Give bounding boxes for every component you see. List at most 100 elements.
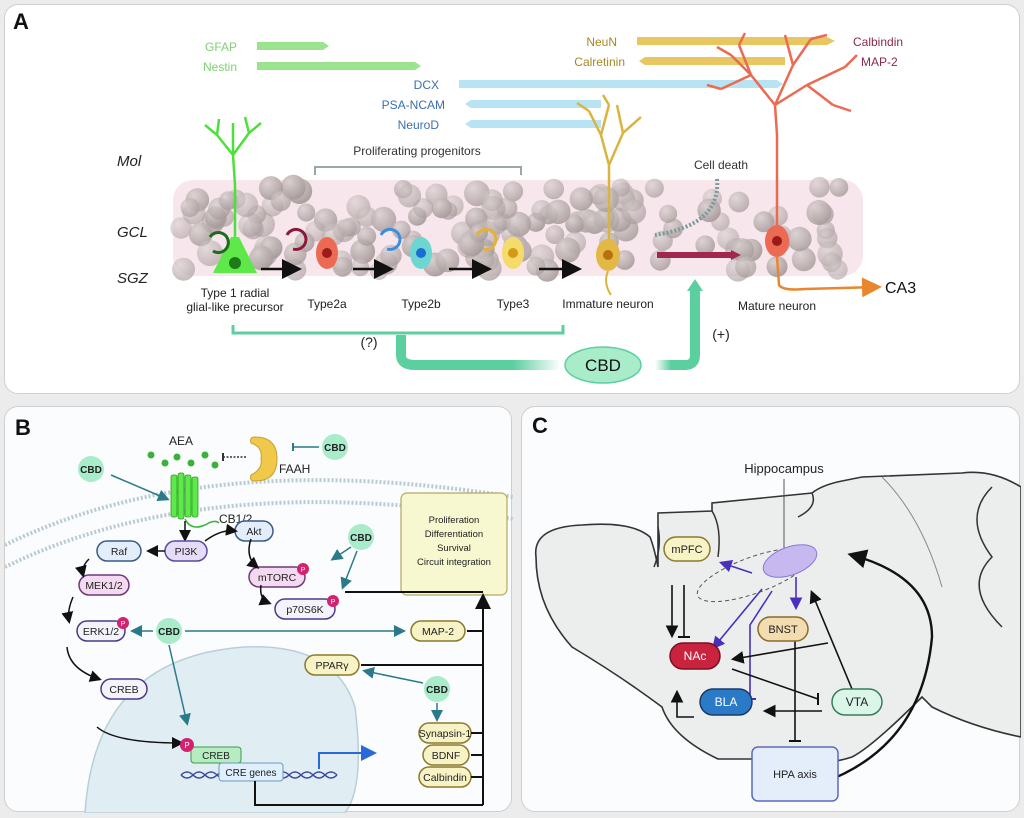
cbd-to-creb: [168, 644, 191, 726]
faah-label: FAAH: [279, 462, 310, 476]
marker-psa-ncam: PSA-NCAM: [382, 98, 445, 112]
granule-cell: [502, 181, 524, 202]
granule-cell: [659, 204, 678, 223]
panel-b-label: B: [15, 415, 31, 440]
granule-cell: [457, 233, 482, 258]
region-bnst: BNST: [757, 616, 809, 642]
granule-cell: [569, 187, 593, 211]
granule-cell: [543, 178, 564, 200]
node-calbindin: Calbindin: [418, 766, 472, 788]
type2b-cell: [379, 227, 432, 269]
cbd-to-ppar: [362, 666, 424, 684]
granule-cell: [695, 235, 715, 255]
marker-nestin: Nestin: [203, 60, 237, 74]
panel-c-circuits: C Hippocampus mPFC NAc: [521, 406, 1022, 812]
hippocampus-region: [762, 544, 818, 578]
panel-b-svg: B AEA FAAH CBD CBD CB1/2 PI3KAktRafmTORC…: [4, 415, 514, 814]
cell-death-path: [654, 178, 720, 237]
phospho-label: P: [121, 621, 126, 628]
granule-cell: [270, 191, 291, 212]
dcx-bar: [459, 80, 783, 88]
creb-bound-label: CREB: [202, 751, 230, 762]
panel-c-svg: C Hippocampus mPFC NAc: [532, 413, 1022, 802]
granule-cell: [188, 222, 213, 247]
node-akt: Akt: [234, 520, 274, 542]
brain-sulcus-2: [711, 510, 720, 558]
marker-neurod: NeuroD: [398, 118, 440, 132]
layer-mol: Mol: [117, 153, 142, 170]
node-mek: MEK1/2: [78, 574, 130, 596]
node-bdnf-pill: [422, 744, 470, 766]
layer-sgz: SGZ: [117, 270, 149, 287]
cbd-node-ppar: [424, 676, 450, 702]
granule-cell: [644, 178, 664, 198]
node-raf: Raf: [96, 540, 142, 562]
granule-cell: [806, 200, 832, 225]
granule-cell: [545, 225, 565, 245]
positive-effect: (+): [712, 326, 730, 342]
projections: [665, 549, 934, 785]
type2b-label: Type2b: [401, 297, 441, 311]
immature-label: Immature neuron: [562, 297, 653, 311]
proliferating-label: Proliferating progenitors: [353, 144, 480, 158]
brain-sulcus-3: [797, 492, 815, 518]
granule-cell: [593, 186, 619, 212]
granule-cell: [546, 199, 571, 224]
gfap-bar: [257, 42, 329, 50]
node-synapsin-label: Synapsin-1: [419, 728, 472, 740]
neun-bar: [637, 37, 835, 45]
brain-sulcus-4: [881, 476, 943, 588]
cbd-node-mtor: [348, 524, 374, 550]
phospho-creb-label: P: [184, 741, 189, 750]
calretinin-bar: [639, 57, 785, 65]
nestin-bar: [257, 62, 421, 70]
unknown-effect: (?): [360, 334, 377, 350]
node-calbindin-label: Calbindin: [423, 772, 467, 784]
cbd-to-p70: [340, 550, 358, 590]
node-erk-label: ERK1/2: [83, 626, 119, 638]
node-map2: MAP-2: [410, 620, 466, 642]
node-mtorc-pill: [248, 566, 306, 588]
node-pi3k: PI3K: [164, 540, 208, 562]
cbd-text-ppar: CBD: [426, 685, 448, 696]
cre-genes: [218, 762, 284, 782]
node-ppar-pill: [304, 654, 360, 676]
granule-cell: [351, 258, 370, 277]
cbd-text-faah: CBD: [324, 443, 346, 454]
granule-cell: [338, 218, 357, 237]
outcome-differentiation: Differentiation: [425, 529, 483, 540]
node-p70-pill: [274, 598, 336, 620]
panel-a-neurogenesis: A GFAP Nestin DCX PSA-NCAM NeuroD NeuN C…: [4, 4, 1020, 394]
cbd-to-mtorc: [330, 546, 352, 561]
creb-bound: [190, 746, 242, 764]
granule-cell: [526, 256, 546, 276]
node-raf-pill: [96, 540, 142, 562]
granule-cell: [392, 220, 411, 240]
cbd-node-faah: [322, 434, 348, 460]
region-hpa-axis: HPA axis: [751, 746, 839, 802]
granule-cell: [621, 199, 647, 225]
node-map2-label: MAP-2: [422, 626, 454, 638]
marker-dcx: DCX: [414, 78, 439, 92]
membrane-outer: [4, 478, 514, 547]
transcription-arrow: [318, 745, 377, 769]
proliferating-bracket: [314, 166, 522, 175]
marker-gfap: GFAP: [205, 40, 237, 54]
marker-bars: GFAP Nestin DCX PSA-NCAM NeuroD NeuN Cal…: [203, 35, 903, 132]
pathway-nodes: PI3KAktRafmTORCPMEK1/2p70S6KPERK1/2PMAP-…: [76, 520, 472, 788]
node-raf-label: Raf: [111, 546, 127, 558]
ca3-label: CA3: [885, 280, 916, 297]
cell-death-label: Cell death: [694, 158, 748, 172]
cbd-node-erk: [156, 618, 182, 644]
type3-label: Type3: [497, 297, 530, 311]
granule-cell: [435, 248, 460, 273]
granule-cell: [371, 206, 397, 232]
nac-label: NAc: [684, 649, 707, 663]
outcome-proliferation: Proliferation: [429, 515, 480, 526]
node-creb-pill: [100, 678, 148, 700]
phospho-icon: [297, 563, 309, 575]
node-mek-pill: [78, 574, 130, 596]
granule-cell: [397, 184, 422, 208]
granule-cell: [787, 226, 812, 252]
